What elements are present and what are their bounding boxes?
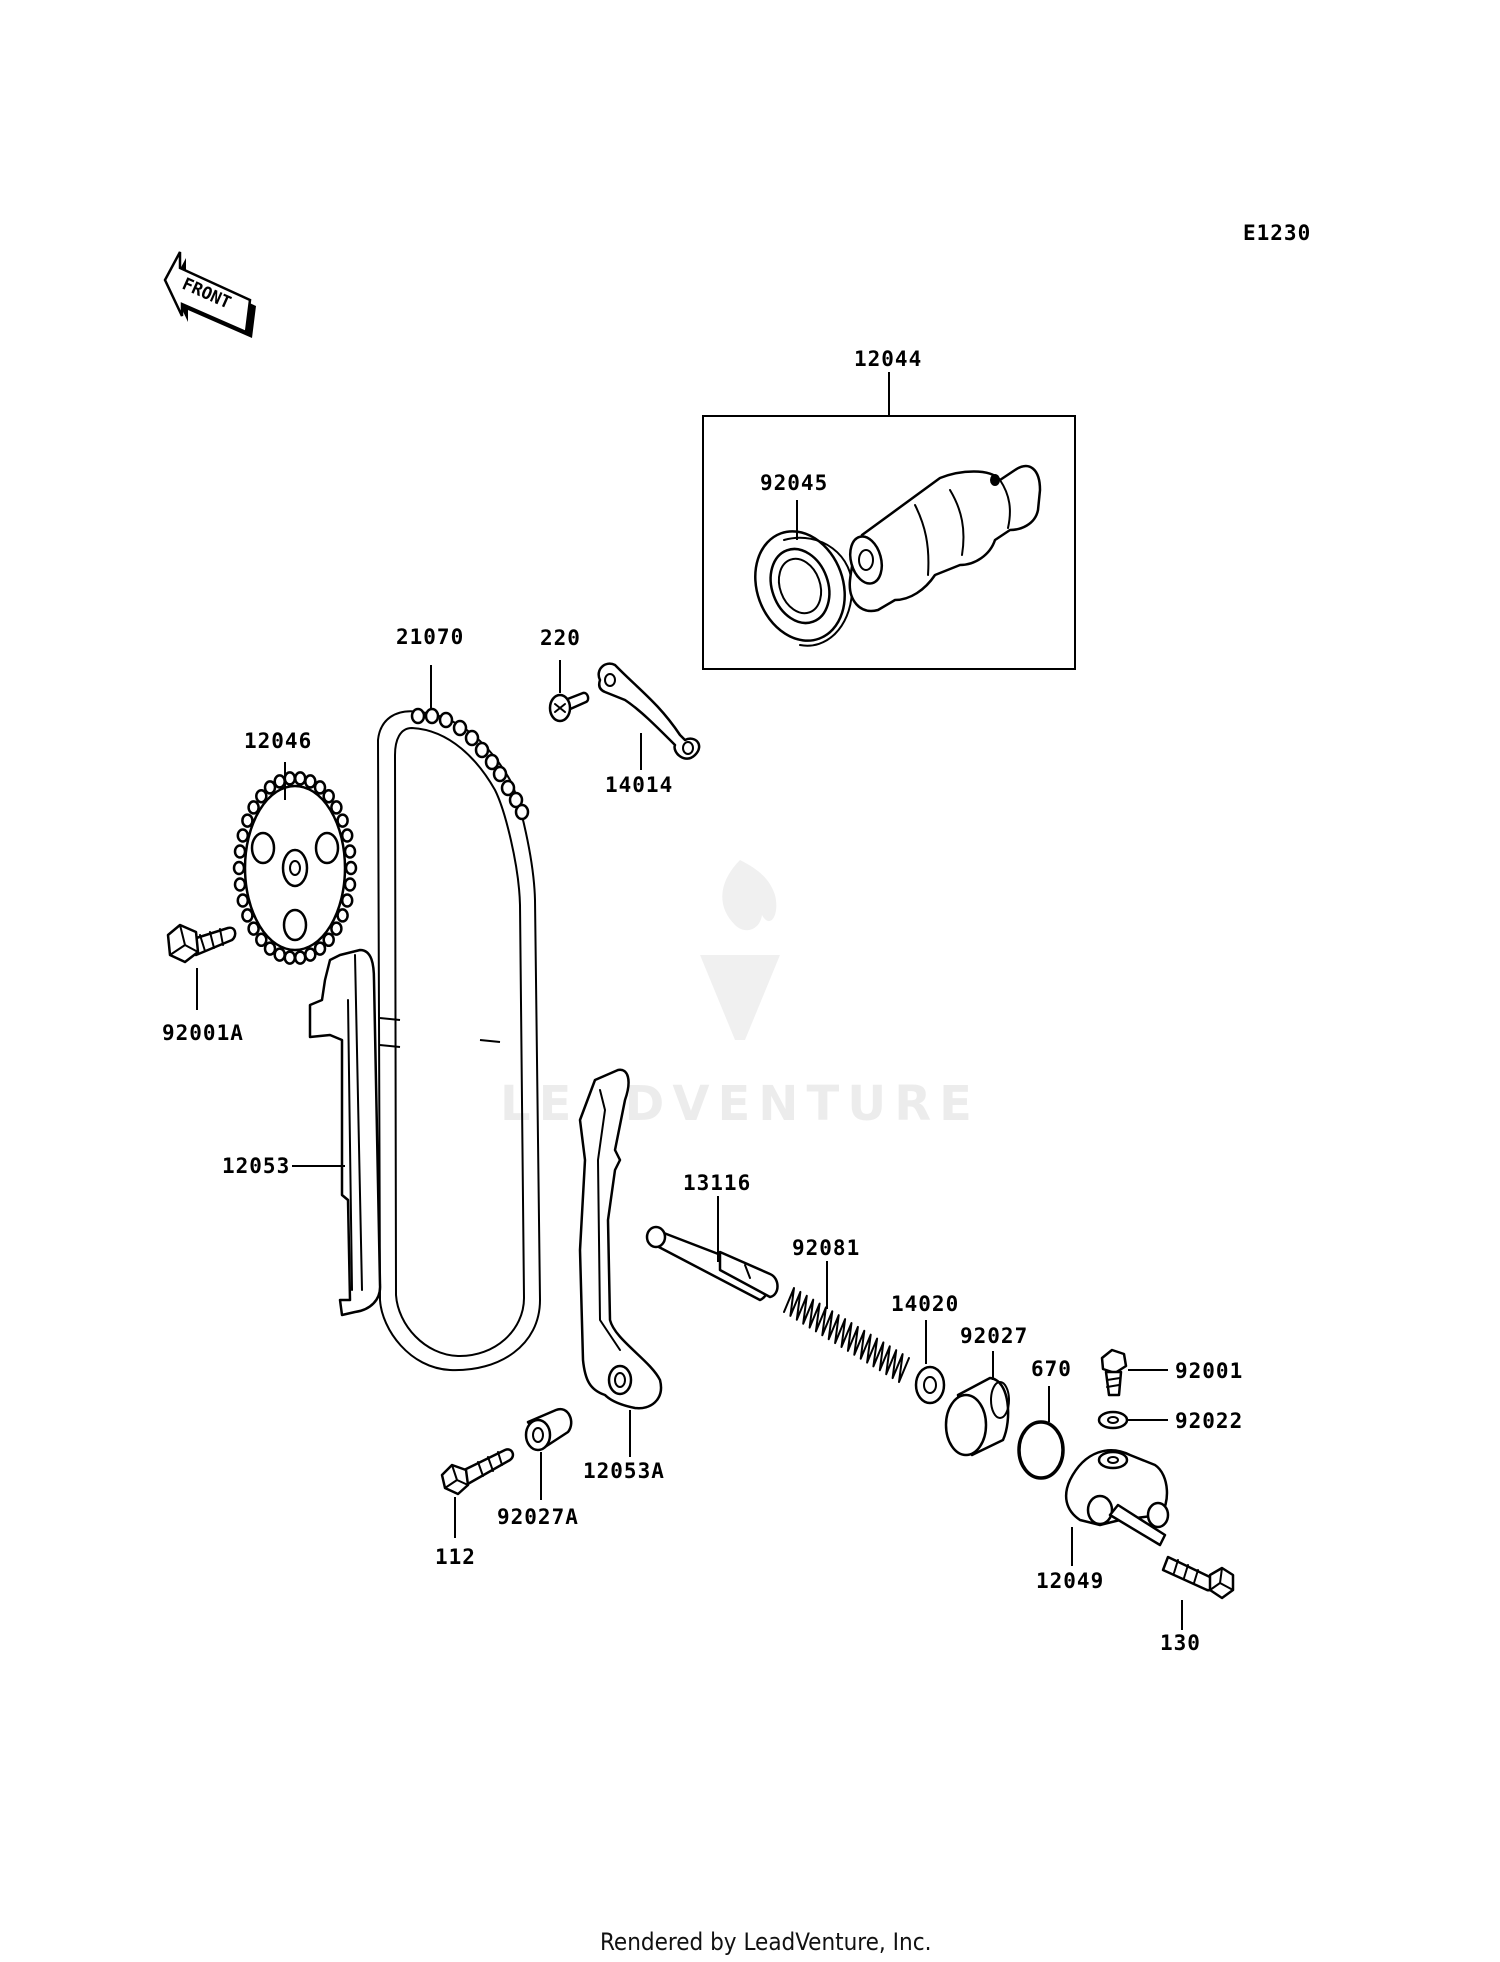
plate-14014[interactable] [597, 662, 701, 760]
bolt-92001[interactable] [1100, 1348, 1128, 1397]
timing-chain-21070[interactable] [377, 707, 541, 1372]
sleeve-92027[interactable] [944, 1376, 1010, 1457]
bolt-130[interactable] [1161, 1555, 1235, 1600]
screw-220[interactable] [548, 691, 590, 723]
part-label-92001a: 92001A [162, 1021, 244, 1045]
pin-13116[interactable] [645, 1225, 779, 1302]
part-label-130: 130 [1160, 1631, 1201, 1655]
nut-14020[interactable] [914, 1365, 946, 1405]
part-label-12053a: 12053A [583, 1459, 665, 1483]
tensioner-guide-12053A[interactable] [578, 1068, 663, 1410]
part-label-92045: 92045 [760, 471, 828, 495]
part-label-92027a: 92027A [497, 1505, 579, 1529]
part-label-14020: 14020 [891, 1292, 959, 1316]
part-label-12044: 12044 [854, 347, 922, 371]
part-label-12053: 12053 [222, 1154, 290, 1178]
part-label-92081: 92081 [792, 1236, 860, 1260]
part-label-92027: 92027 [960, 1324, 1028, 1348]
part-label-92022: 92022 [1175, 1409, 1243, 1433]
part-label-12046: 12046 [244, 729, 312, 753]
camshaft[interactable] [845, 464, 1042, 613]
bolt-112[interactable] [440, 1448, 515, 1496]
bolt-92001A[interactable] [166, 923, 237, 964]
leadventure-watermark: LEADVENTURE [500, 860, 980, 1132]
watermark-text: LEADVENTURE [500, 1076, 980, 1132]
part-label-12049: 12049 [1036, 1569, 1104, 1593]
diagram-code: E1230 [1243, 221, 1311, 245]
front-arrow-icon: FRONT [163, 251, 256, 338]
part-label-670: 670 [1031, 1357, 1072, 1381]
bearing-92045[interactable] [740, 519, 859, 654]
part-label-21070: 21070 [396, 625, 464, 649]
cam-sprocket-12046[interactable] [232, 771, 358, 965]
part-labels: 12044 92045 21070 220 12046 14014 92001A 12053 1… [162, 347, 1243, 1655]
spring-92081[interactable] [783, 1287, 910, 1383]
part-label-220: 220 [540, 626, 581, 650]
chain-guide-12053[interactable] [308, 948, 382, 1317]
washer-92022[interactable] [1097, 1410, 1129, 1430]
part-label-112: 112 [435, 1545, 476, 1569]
o-ring-670[interactable] [1017, 1420, 1065, 1480]
footer-credit: Rendered by LeadVenture, Inc. [600, 1928, 931, 1956]
part-label-13116: 13116 [683, 1171, 751, 1195]
tensioner-body-12049[interactable] [1064, 1449, 1170, 1547]
part-label-14014: 14014 [605, 773, 673, 797]
part-label-92001: 92001 [1175, 1359, 1243, 1383]
collar-92027A[interactable] [524, 1407, 573, 1452]
